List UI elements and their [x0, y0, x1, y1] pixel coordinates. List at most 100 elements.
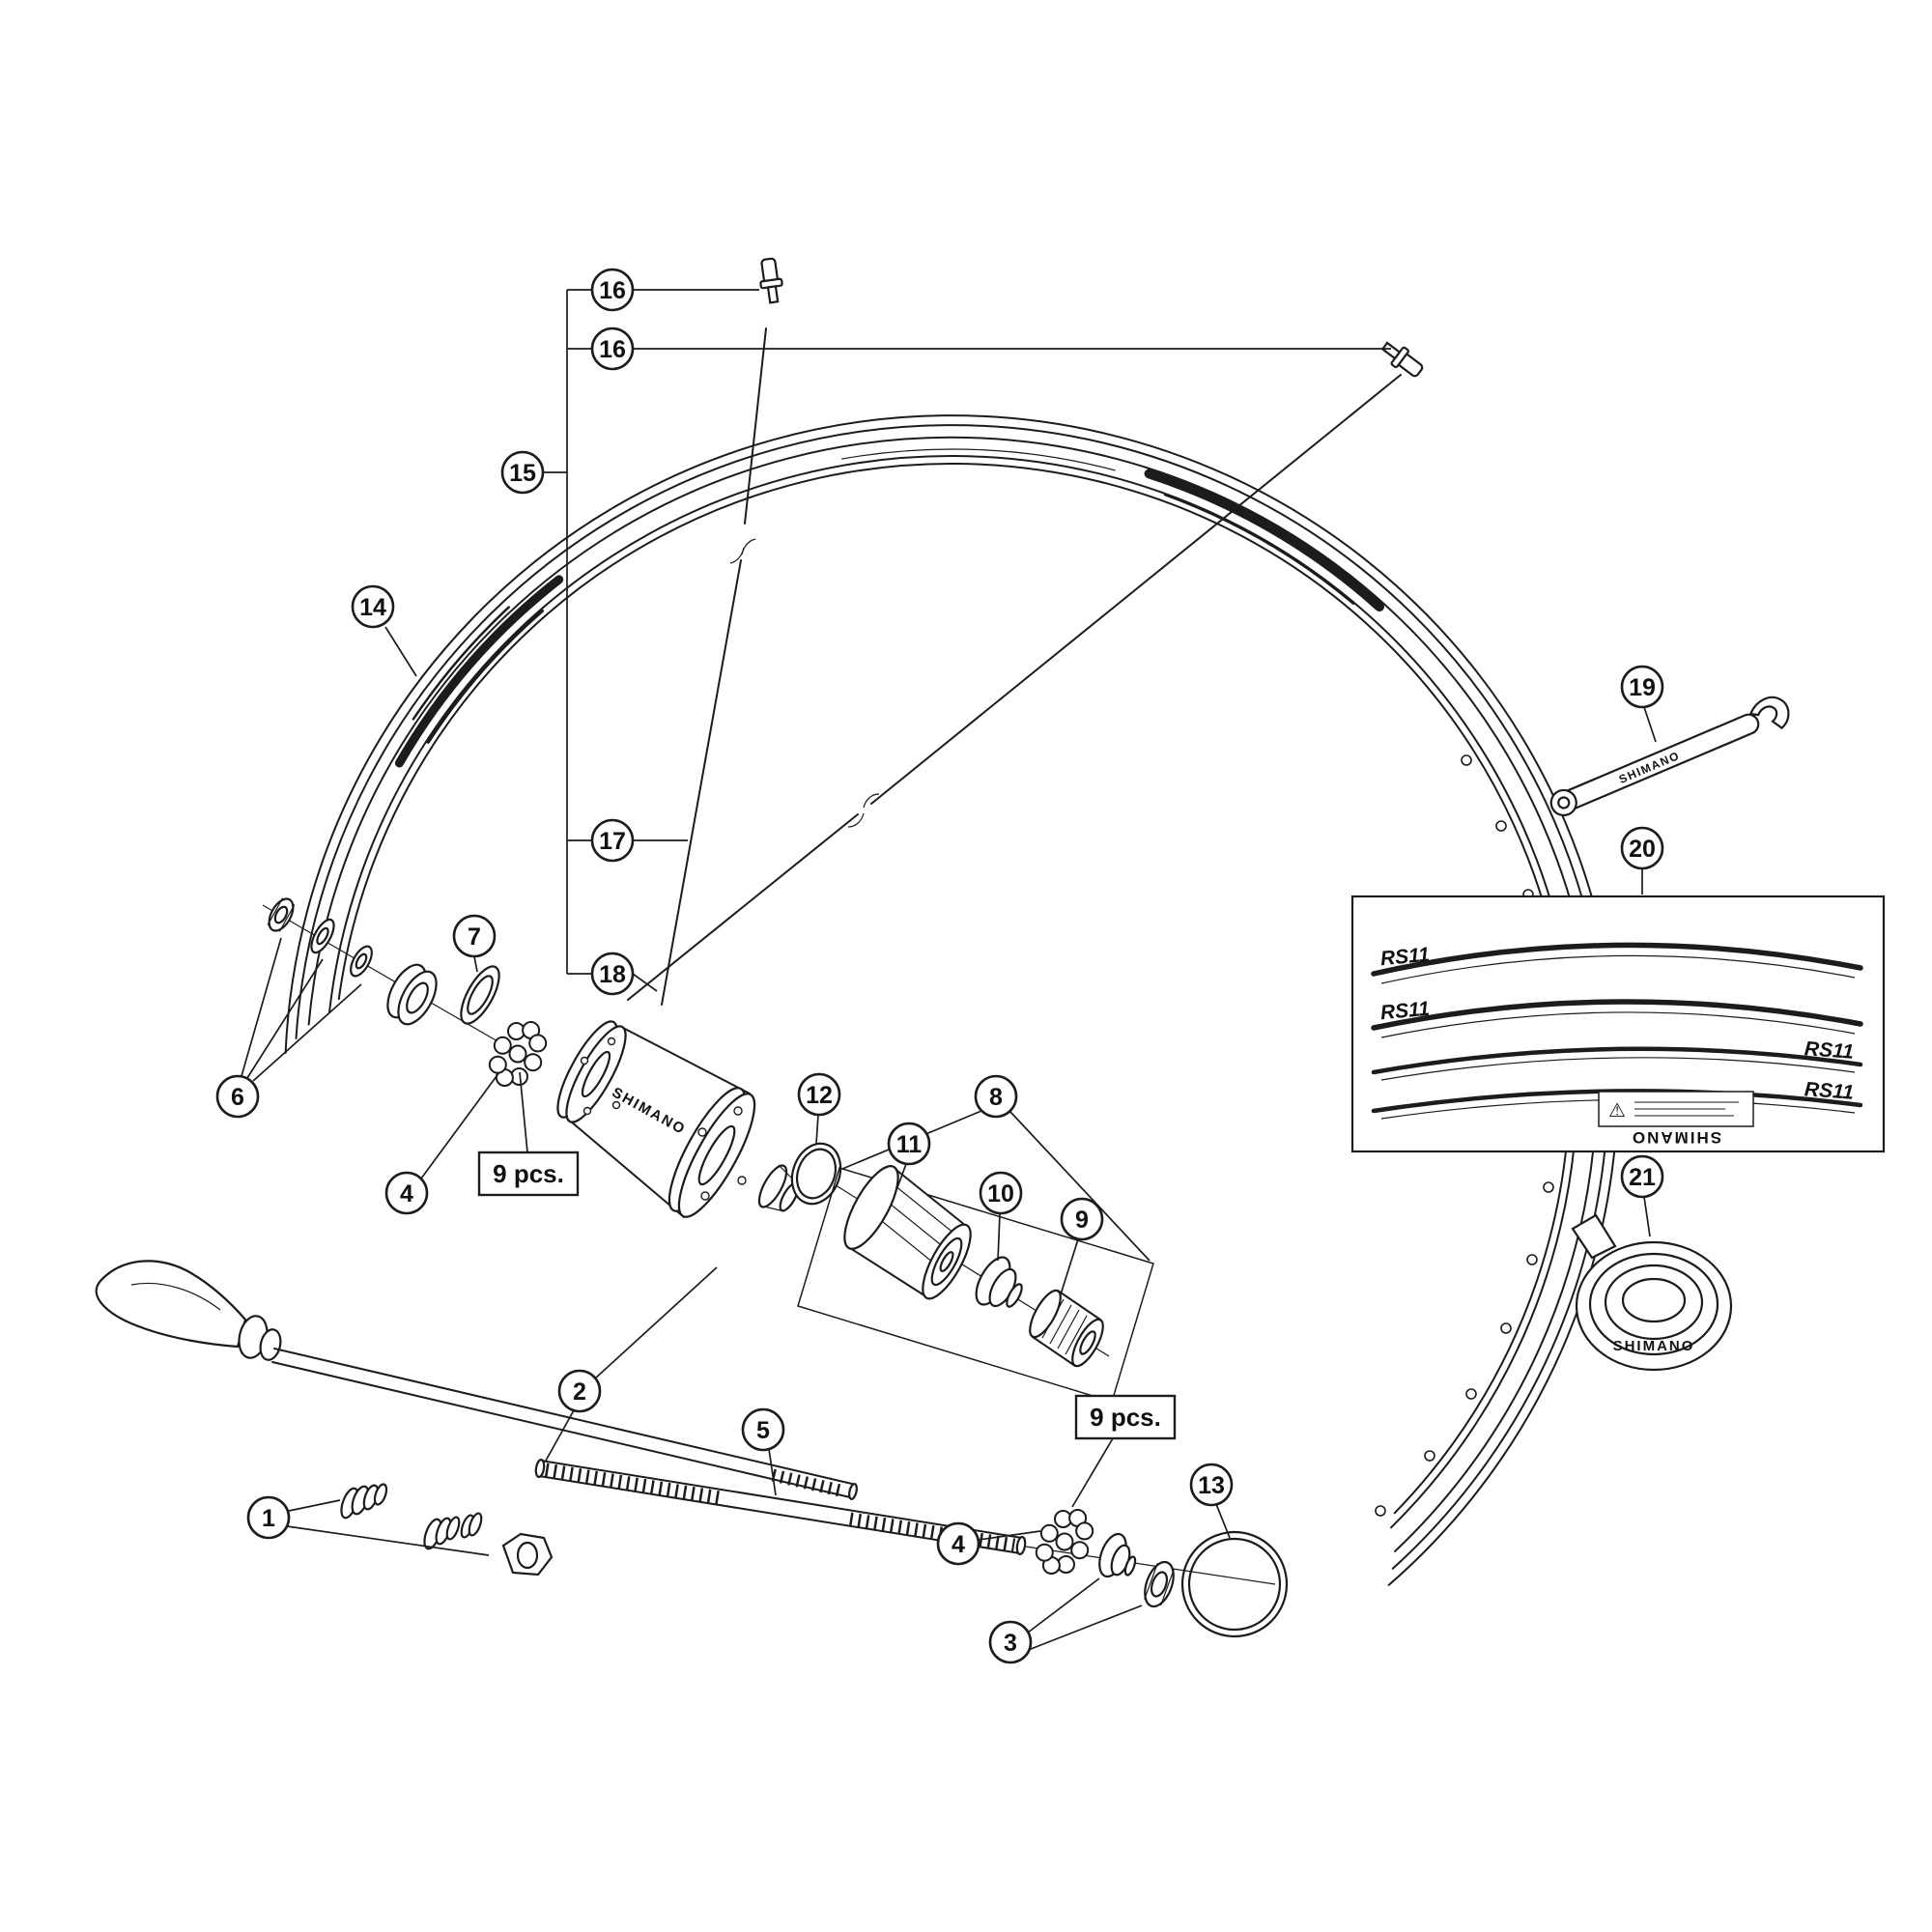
callout-15: 15 [500, 450, 545, 495]
svg-text:7: 7 [468, 923, 481, 951]
decal-strip [1371, 999, 1863, 1031]
svg-text:18: 18 [599, 961, 626, 988]
spoke-front [661, 559, 742, 1006]
svg-text:13: 13 [1198, 1472, 1225, 1499]
nine-pcs-label-right: 9 pcs. [1074, 1394, 1177, 1440]
callout-11: 11 [887, 1122, 931, 1166]
skewer-spring-a [340, 1483, 388, 1520]
spoke-nipple-top [759, 257, 783, 304]
warning-icon: ⚠ [1608, 1098, 1626, 1122]
svg-text:3: 3 [1004, 1630, 1017, 1657]
ball-bearings-right [1035, 1509, 1094, 1575]
callout-16-right: 16 [590, 327, 635, 371]
svg-text:19: 19 [1629, 674, 1656, 701]
svg-text:12: 12 [806, 1082, 833, 1109]
left-locknut [267, 897, 296, 932]
hub-flange-holes [580, 1037, 747, 1201]
callout-16-top: 16 [590, 268, 635, 312]
skewer-end-nut [501, 1532, 554, 1577]
callout-17: 17 [590, 818, 635, 863]
svg-text:6: 6 [231, 1084, 244, 1111]
left-dust-cap [386, 963, 438, 1026]
svg-text:1: 1 [262, 1505, 275, 1532]
svg-text:17: 17 [599, 828, 626, 855]
nine-pcs-text: 9 pcs. [493, 1159, 564, 1188]
left-washer-b [350, 945, 373, 978]
svg-text:9: 9 [1075, 1207, 1089, 1234]
skewer-spring-b [423, 1512, 483, 1550]
decal-logo: RS11 [1379, 944, 1431, 970]
quick-release-skewer [95, 1260, 858, 1500]
callout-3: 3 [988, 1620, 1033, 1664]
svg-text:20: 20 [1629, 836, 1656, 863]
svg-text:14: 14 [359, 594, 386, 621]
svg-text:21: 21 [1629, 1164, 1656, 1191]
svg-text:8: 8 [989, 1084, 1003, 1111]
callout-1: 1 [246, 1495, 291, 1540]
callout-14: 14 [351, 584, 395, 629]
spoke-break-mark [729, 538, 756, 564]
axle-spacer [1029, 1289, 1104, 1368]
spoke-front-upper [744, 327, 767, 525]
callout-7: 7 [452, 914, 497, 958]
svg-text:16: 16 [599, 277, 626, 304]
nine-pcs-box [477, 1151, 580, 1197]
svg-text:11: 11 [896, 1131, 923, 1158]
callout-4-right: 4 [936, 1521, 980, 1566]
wheel-rim [284, 414, 1619, 1586]
spoke-rear [627, 813, 859, 1001]
callout-9: 9 [1060, 1197, 1104, 1241]
callout-4-left: 4 [384, 1171, 429, 1215]
warning-sticker: ⚠ SHIMANO [1598, 1091, 1754, 1147]
spoke-wrench: SHIMANO [1549, 696, 1790, 817]
svg-text:16: 16 [599, 336, 626, 363]
spokes [627, 257, 1424, 1006]
callout-6: 6 [215, 1074, 260, 1119]
decal-logo: RS11 [1804, 1078, 1854, 1104]
tape-brand-label: SHIMANO [1613, 1338, 1695, 1354]
decal-strip [1371, 942, 1863, 977]
leader-lines-spokes [543, 289, 1391, 992]
svg-text:4: 4 [400, 1180, 413, 1208]
leader-lines [241, 626, 1657, 1652]
spoke-break-mark [847, 793, 880, 828]
nine-pcs-box [1074, 1394, 1177, 1440]
svg-text:2: 2 [573, 1378, 586, 1406]
rim-decal-right [1144, 469, 1384, 611]
svg-text:15: 15 [509, 460, 536, 487]
svg-text:4: 4 [952, 1531, 965, 1558]
callout-21: 21 [1620, 1154, 1664, 1199]
rim-streak [886, 455, 1061, 467]
wrench-open-end [1748, 696, 1790, 730]
freehub-group-outline [797, 1167, 1154, 1403]
callout-10: 10 [979, 1171, 1023, 1215]
svg-text:5: 5 [756, 1417, 770, 1444]
right-locknut [1144, 1560, 1175, 1608]
svg-text:10: 10 [987, 1180, 1014, 1208]
rim-tape-roll: SHIMANO [1571, 1213, 1733, 1372]
decal-sheet-box: RS11 RS11 RS11 RS11 ⚠ SHIMANO [1350, 895, 1886, 1153]
quick-release-lever [95, 1260, 247, 1349]
snap-ring [1180, 1530, 1289, 1638]
callout-12: 12 [797, 1072, 841, 1117]
decal-strip [1371, 1046, 1863, 1075]
callout-20: 20 [1620, 826, 1664, 870]
nine-pcs-label-left: 9 pcs. [477, 1151, 580, 1197]
rim-inner-edge [337, 462, 1571, 1515]
callout-8: 8 [974, 1074, 1018, 1119]
decal-logo: RS11 [1379, 998, 1431, 1024]
right-cone [1098, 1532, 1137, 1578]
rim-decal-left [394, 575, 564, 768]
callout-2: 2 [557, 1369, 602, 1413]
axis-line-locknut [1025, 1546, 1276, 1585]
ball-bearings-left [488, 1021, 548, 1087]
nine-pcs-text: 9 pcs. [1090, 1403, 1161, 1432]
callout-19: 19 [1620, 665, 1664, 709]
skewer-rod [273, 1348, 853, 1485]
decal-logo: RS11 [1804, 1037, 1854, 1064]
spoke-rear-upper [870, 374, 1402, 805]
o-ring [790, 1142, 842, 1206]
rim-streak [841, 448, 1116, 471]
rim-tape-tab [1571, 1213, 1617, 1260]
